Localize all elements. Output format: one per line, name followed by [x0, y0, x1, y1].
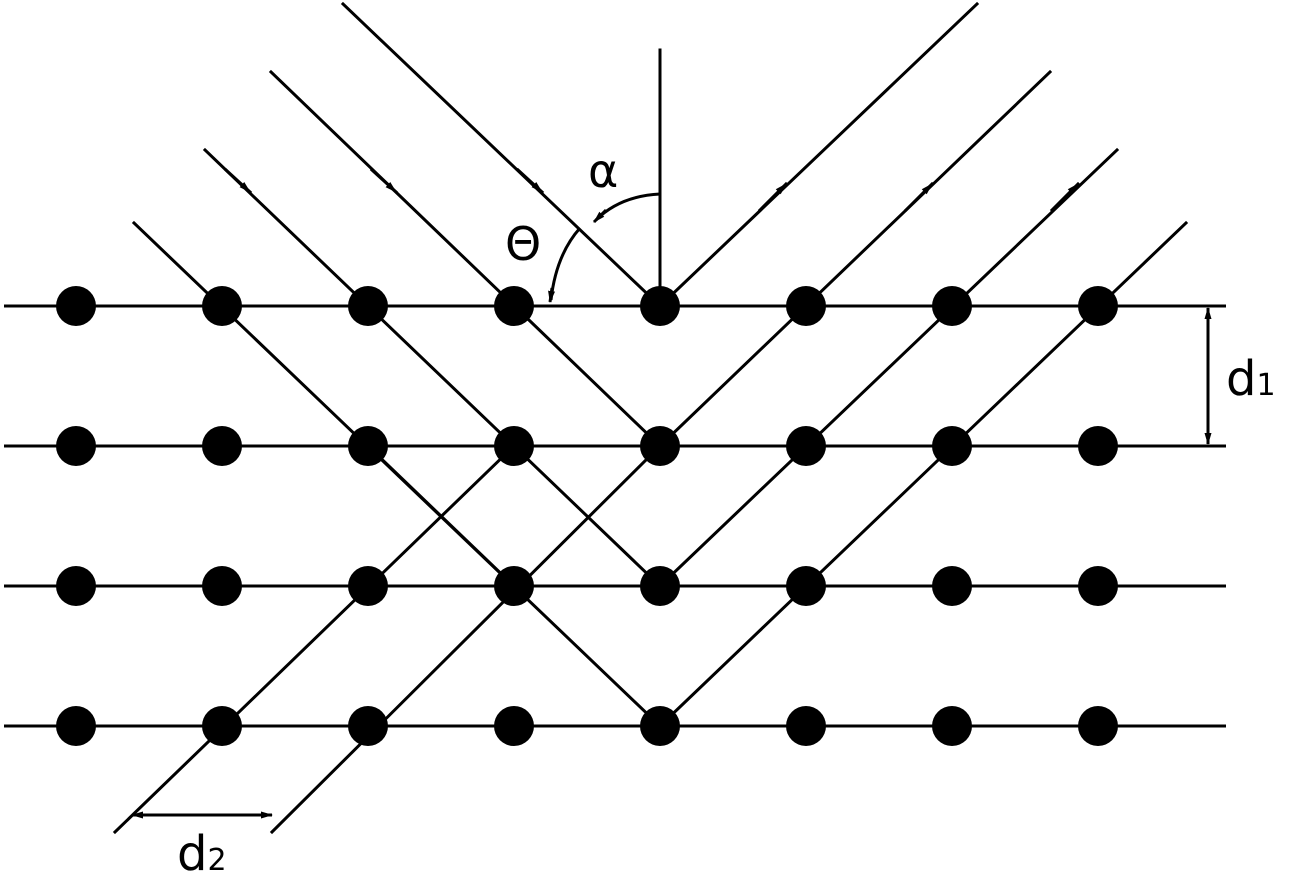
lattice-atom [202, 566, 242, 606]
theta-label: Θ [505, 217, 541, 271]
lattice-atom [932, 286, 972, 326]
d1-symbol: d [1226, 351, 1256, 407]
theta-angle-arc [549, 227, 582, 301]
lattice-atom [786, 706, 826, 746]
lattice-planes [4, 304, 1226, 728]
lattice-atom [494, 566, 534, 606]
rays [112, 1, 1189, 835]
lattice-atom [56, 426, 96, 466]
lattice-atom [348, 566, 388, 606]
ray-line [269, 443, 663, 835]
lattice-atom [56, 706, 96, 746]
lattice-atom [786, 426, 826, 466]
measurement-marks [131, 192, 1226, 819]
lattice-atom [640, 706, 680, 746]
lattice-atom [202, 426, 242, 466]
lattice-atom [786, 286, 826, 326]
lattice-atom [348, 706, 388, 746]
lattice-atom [932, 426, 972, 466]
lattice-atom [1078, 566, 1118, 606]
d2-label: d2 [177, 826, 227, 882]
lattice-atom [1078, 706, 1118, 746]
ray-direction-arrow [757, 181, 789, 213]
theta-arc-arrowhead [548, 287, 556, 303]
lattice-atom [932, 566, 972, 606]
d2-subscript: 2 [207, 843, 226, 878]
d1-subscript: 1 [1256, 368, 1275, 403]
lattice-atom [786, 566, 826, 606]
lattice-atom [494, 706, 534, 746]
lattice-atoms [56, 286, 1118, 746]
lattice-atom [494, 286, 534, 326]
alpha-arc-arrowhead [592, 208, 608, 224]
ray-direction-arrow [223, 167, 253, 195]
lattice-atom [202, 286, 242, 326]
ray-line [365, 443, 517, 589]
lattice-atom [640, 426, 680, 466]
ray-direction-arrow [903, 181, 935, 213]
ray-line [112, 443, 517, 835]
alpha-label: α [588, 144, 618, 198]
ray-direction-arrow [369, 167, 399, 195]
lattice-atom [348, 286, 388, 326]
d2-symbol: d [177, 826, 207, 882]
lattice-atom [640, 566, 680, 606]
lattice-atom [56, 286, 96, 326]
d1-label: d1 [1226, 351, 1276, 407]
lattice-atom [202, 706, 242, 746]
lattice-atom [348, 426, 388, 466]
ray-direction-arrow [1049, 181, 1081, 213]
ray-direction-arrow [515, 167, 545, 195]
lattice-atom [494, 426, 534, 466]
lattice-atom [1078, 286, 1118, 326]
lattice-atom [56, 566, 96, 606]
lattice-atom [1078, 426, 1118, 466]
lattice-atom [932, 706, 972, 746]
lattice-atom [640, 286, 680, 326]
